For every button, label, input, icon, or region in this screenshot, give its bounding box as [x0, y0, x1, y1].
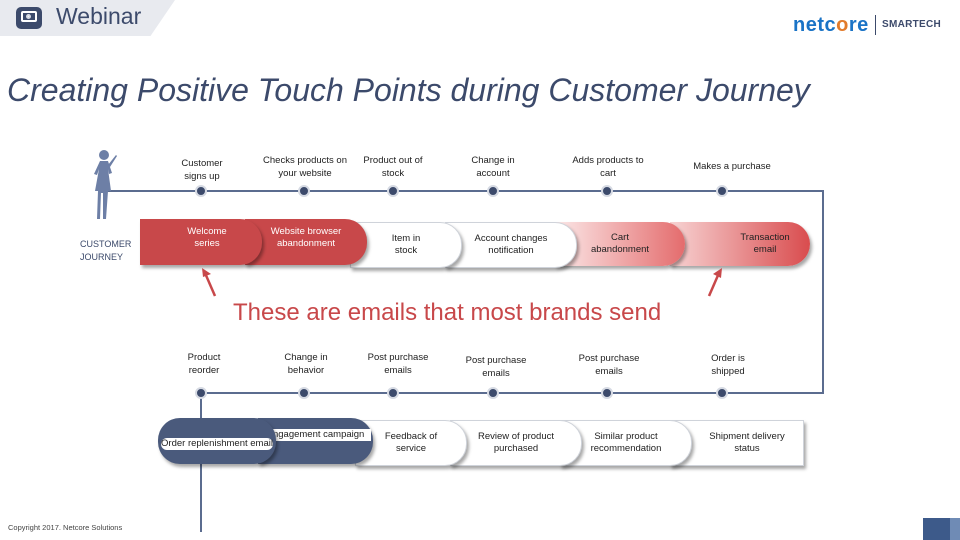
brand-divider: [875, 15, 876, 35]
journey-dot: [487, 185, 499, 197]
section-title: Webinar: [56, 3, 141, 30]
journey-dot: [298, 185, 310, 197]
journey-dot: [716, 387, 728, 399]
email-segment-account: Account changes notification: [445, 222, 577, 268]
journey-dot: [298, 387, 310, 399]
email-segment-transaction: Transaction email: [670, 222, 810, 266]
journey-line-right: [822, 190, 824, 392]
callout-text: These are emails that most brands send: [233, 299, 661, 327]
event-label: Change in behavior: [276, 351, 336, 377]
event-label: Post purchase emails: [460, 354, 532, 380]
event-label: Makes a purchase: [684, 160, 780, 173]
footer-copyright: Copyright 2017. Netcore Solutions: [8, 523, 122, 532]
event-label: Product out of stock: [362, 154, 424, 180]
email-segment-replenishment: Order replenishment email: [158, 418, 276, 464]
event-label: Checks products on your website: [262, 154, 348, 180]
customer-icon: [82, 147, 126, 221]
arrow-icon: [704, 268, 724, 298]
event-label: Product reorder: [178, 351, 230, 377]
journey-dot: [716, 185, 728, 197]
webinar-icon: [16, 7, 42, 29]
email-segment-review: Review of product purchased: [450, 420, 582, 466]
journey-dot: [601, 387, 613, 399]
journey-dot: [601, 185, 613, 197]
email-segment-welcome: Welcome series: [140, 219, 262, 265]
event-label: Change in account: [462, 154, 524, 180]
footer-bar: [950, 518, 960, 540]
journey-dot: [387, 387, 399, 399]
event-label: Adds products to cart: [572, 154, 644, 180]
journey-dot: [387, 185, 399, 197]
arrow-icon: [200, 268, 220, 298]
email-segment-browser: Website browser abandonment: [245, 219, 367, 265]
brand-logo: netcore: [793, 14, 869, 37]
event-label: Customer signs up: [176, 157, 228, 183]
page-title: Creating Positive Touch Points during Cu…: [7, 72, 810, 109]
journey-line-bottom: [200, 392, 824, 394]
journey-dot: [487, 387, 499, 399]
brand-sub: SMARTECH: [882, 19, 941, 30]
event-label: Post purchase emails: [572, 352, 646, 378]
event-label: Post purchase emails: [362, 351, 434, 377]
journey-dot: [195, 387, 207, 399]
event-label: Order is shipped: [700, 352, 756, 378]
journey-dot: [195, 185, 207, 197]
